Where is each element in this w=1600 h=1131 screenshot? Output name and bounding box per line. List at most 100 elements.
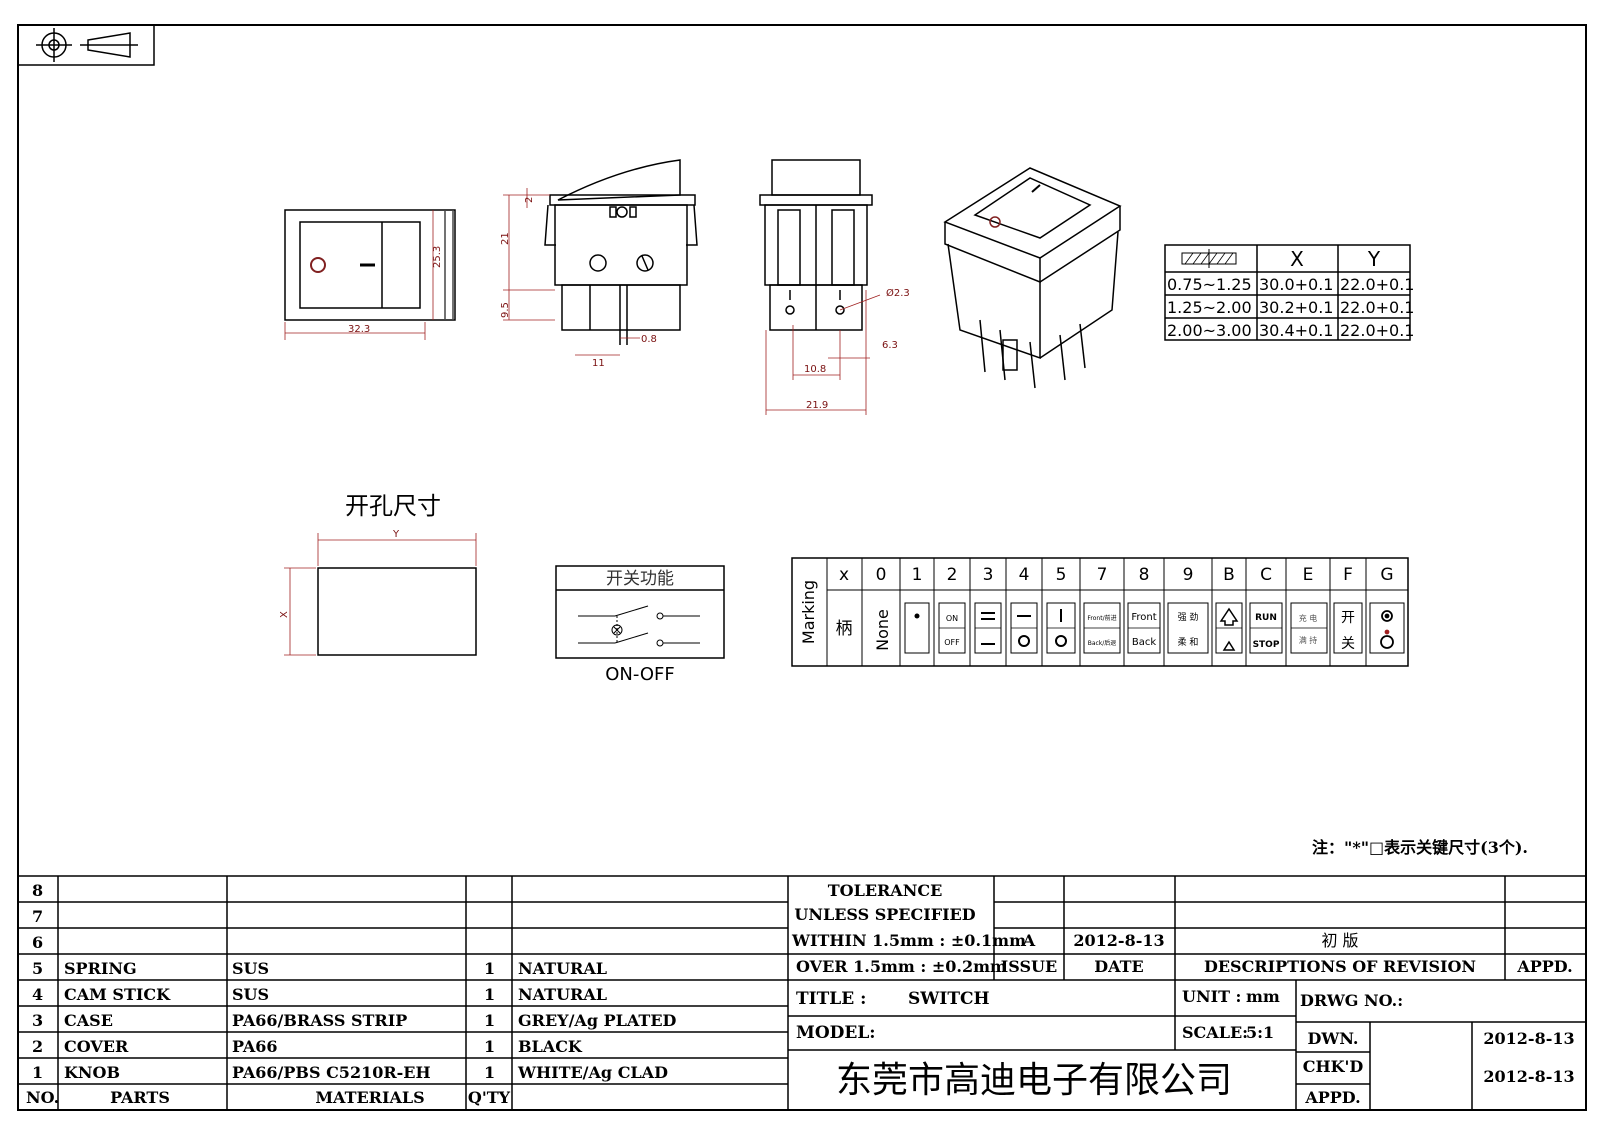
marking-8-top: Front	[1131, 612, 1156, 623]
part-finish: GREY/Ag PLATED	[518, 1011, 677, 1030]
marking-code-c: C	[1260, 565, 1272, 585]
cutout-row1-range: 0.75~1.25	[1167, 275, 1252, 294]
part-qty: 1	[484, 1011, 495, 1030]
tolerance-title: TOLERANCE	[828, 881, 943, 900]
cutout-row1-x: 30.0+0.1	[1259, 275, 1333, 294]
isometric-view	[943, 167, 1122, 389]
marking-code-2: 2	[947, 565, 958, 585]
unit-value: mm	[1246, 987, 1280, 1006]
approved-label: APPD.	[1304, 1088, 1360, 1107]
marking-code-x: x	[839, 565, 849, 585]
marking-f-top: 开	[1341, 610, 1355, 626]
cutout-title: 开孔尺寸	[345, 492, 441, 520]
front-view-dims	[284, 210, 434, 340]
drawing-note: 注："*"□表示关键尺寸(3个).	[1312, 838, 1528, 857]
part-material: PA66/BRASS STRIP	[232, 1011, 407, 1030]
function-title: 开关功能	[606, 569, 674, 589]
header-date: DATE	[1094, 957, 1144, 976]
end-view	[759, 159, 873, 331]
marking-g-symbol-icon	[1380, 610, 1394, 649]
drawn-date: 2012-8-13	[1483, 1029, 1574, 1048]
cutout-row2-y: 22.0+0.1	[1340, 298, 1414, 317]
tolerance-within: WITHIN 1.5mm : ±0.1mm	[791, 931, 1026, 950]
part-material: PA66	[232, 1037, 278, 1056]
marking-table	[791, 557, 1409, 667]
cutout-row2-x: 30.2+0.1	[1259, 298, 1333, 317]
dim-phi-2-3: Ø2.3	[886, 287, 910, 299]
header-issue: ISSUE	[1001, 957, 1057, 976]
marking-7-bot: Back/后退	[1088, 639, 1117, 647]
cutout-row2-range: 1.25~2.00	[1167, 298, 1252, 317]
part-qty: 1	[484, 1063, 495, 1082]
marking-4-symbol-icon	[1017, 615, 1031, 647]
tolerance-unless: UNLESS SPECIFIED	[794, 905, 975, 924]
dim-32-3: 32.3	[348, 324, 370, 335]
side-view	[544, 159, 698, 345]
scale-label: SCALE:	[1182, 1023, 1248, 1042]
cutout-row3-x: 30.4+0.1	[1259, 321, 1333, 340]
part-name: SPRING	[64, 959, 137, 978]
marking-e-top: 充 电	[1299, 613, 1318, 623]
checked-date: 2012-8-13	[1483, 1067, 1574, 1086]
part-name: KNOB	[64, 1063, 120, 1082]
cutout-row3-y: 22.0+0.1	[1340, 321, 1414, 340]
model-label: MODEL:	[796, 1023, 876, 1043]
cutout-table	[1164, 244, 1411, 341]
marking-f-bot: 关	[1341, 636, 1355, 652]
part-finish: WHITE/Ag CLAD	[517, 1063, 668, 1082]
header-no: NO.	[26, 1088, 59, 1107]
tolerance-over: OVER 1.5mm : ±0.2mm	[796, 957, 1007, 976]
part-material: PA66/PBS C5210R-EH	[232, 1063, 431, 1082]
marking-code-4: 4	[1019, 565, 1030, 585]
part-no: 2	[32, 1037, 43, 1056]
marking-2-bot: OFF	[944, 638, 960, 647]
marking-code-b: B	[1223, 565, 1235, 585]
cutout-col-y: Y	[1367, 247, 1381, 271]
cutout-table-hatch-icon	[1184, 252, 1234, 265]
dim-11: 11	[592, 358, 605, 369]
part-name: CAM STICK	[64, 985, 171, 1004]
dim-21-9: 21.9	[806, 400, 828, 411]
dim-10-8: 10.8	[804, 364, 826, 375]
marking-1-dot-icon	[914, 613, 920, 619]
drawing-number-label: DRWG NO.:	[1300, 991, 1403, 1010]
function-label: ON-OFF	[605, 664, 675, 685]
drawing-info: TITLE : SWITCH UNIT : mm DRWG NO.: MODEL…	[796, 987, 1575, 1107]
part-no: 6	[32, 933, 43, 952]
dim-21: 21	[500, 232, 511, 245]
title-block	[18, 875, 1586, 1110]
part-name: COVER	[64, 1037, 129, 1056]
cutout-row1-y: 22.0+0.1	[1340, 275, 1414, 294]
revision-issue: A	[1022, 931, 1036, 950]
revision-description: 初 版	[1321, 931, 1358, 950]
part-qty: 1	[484, 985, 495, 1004]
marking-c-top: RUN	[1255, 613, 1277, 623]
parts-list: 8 7 6 5 SPRING SUS 1 NATURAL 4 CAM STICK…	[26, 881, 677, 1107]
marking-code-0: 0	[876, 565, 887, 585]
part-qty: 1	[484, 1037, 495, 1056]
marking-x-text: 柄	[836, 619, 853, 639]
header-parts: PARTS	[110, 1088, 170, 1107]
side-view-dims	[503, 188, 640, 356]
sheet-border	[17, 24, 1587, 1111]
cutout-col-x: X	[1290, 247, 1304, 271]
part-no: 5	[32, 959, 43, 978]
title-value: SWITCH	[908, 989, 990, 1009]
part-qty: 1	[484, 959, 495, 978]
part-no: 7	[32, 907, 43, 926]
marking-code-f: F	[1343, 565, 1353, 585]
marking-9-bot: 柔 和	[1178, 637, 1199, 648]
revision-date: 2012-8-13	[1073, 931, 1164, 950]
marking-b-house-icon	[1219, 607, 1239, 651]
marking-3-bars-icon	[981, 612, 995, 645]
part-no: 8	[32, 881, 43, 900]
end-view-dims	[765, 290, 881, 415]
panel-cutout	[284, 533, 477, 656]
marking-code-5: 5	[1056, 565, 1067, 585]
part-finish: NATURAL	[518, 985, 607, 1004]
part-no: 3	[32, 1011, 43, 1030]
dim-9-5: 9.5	[500, 302, 511, 318]
part-finish: BLACK	[518, 1037, 583, 1056]
marking-code-8: 8	[1139, 565, 1150, 585]
